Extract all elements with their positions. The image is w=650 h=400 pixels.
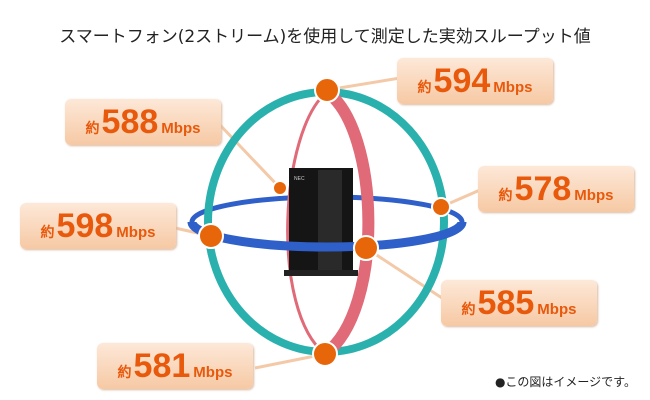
page-title: スマートフォン(2ストリーム)を使用して測定した実効スループット値 — [59, 27, 591, 47]
router-brand-logo: NEC — [294, 176, 305, 182]
measure-point — [312, 341, 338, 367]
image-disclaimer: ●この図はイメージです。 — [494, 375, 636, 389]
measure-point — [314, 77, 340, 103]
leader-line — [365, 246, 446, 302]
measure-point — [198, 223, 224, 249]
measure-point — [353, 235, 379, 261]
leader-line — [218, 123, 282, 190]
pink-orbit-left — [286, 90, 328, 356]
router-image: NEC — [284, 168, 358, 276]
measure-point — [431, 197, 451, 217]
measure-point — [272, 180, 288, 196]
pink-orbit-right — [321, 87, 375, 359]
